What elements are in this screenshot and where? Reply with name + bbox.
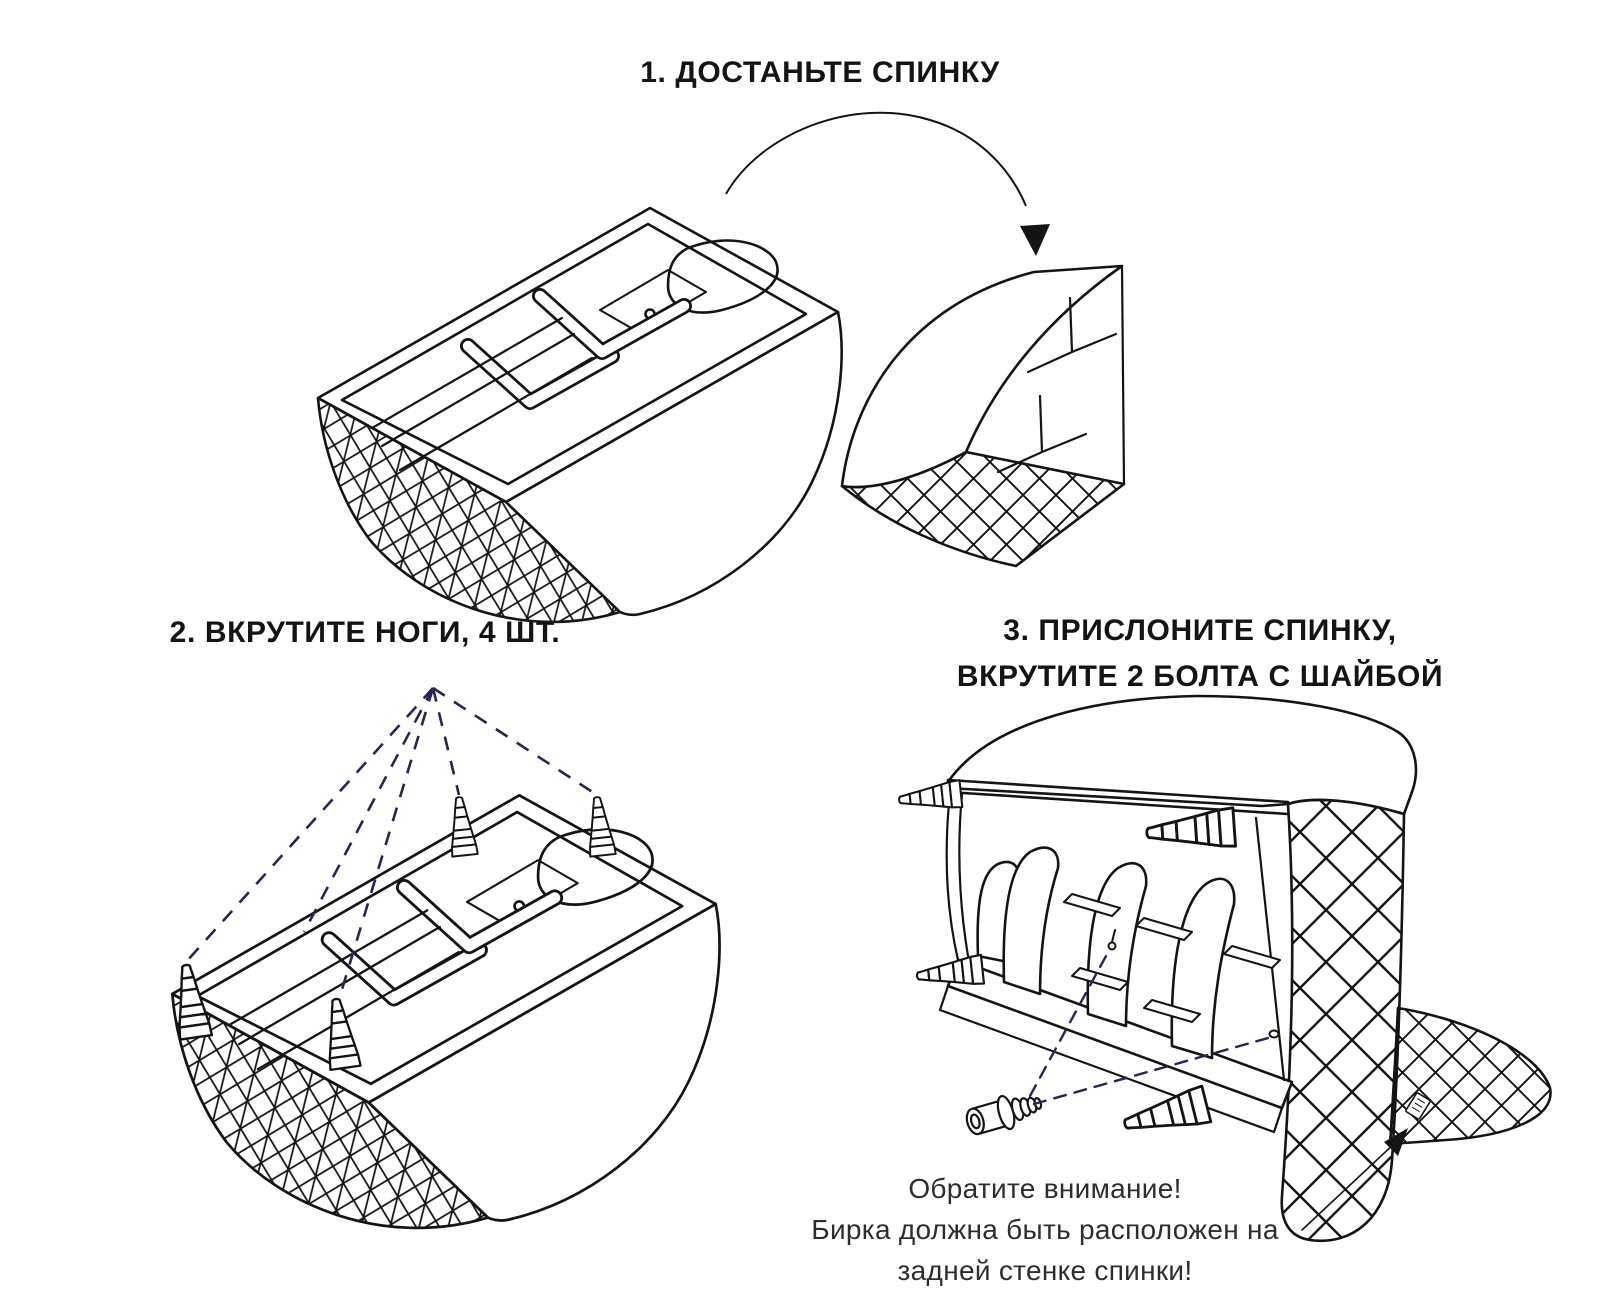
attention-note: Обратите внимание! Бирка должна быть рас…: [795, 1168, 1295, 1291]
step3-illustration: [896, 694, 1552, 1243]
step3-title: 3. ПРИСЛОНИТЕ СПИНКУ, ВКРУТИТЕ 2 БОЛТА С…: [950, 608, 1450, 700]
leg: [1118, 1084, 1213, 1144]
step2-guide-lines: [185, 686, 598, 997]
step3-backrest-panel: [1280, 798, 1406, 1243]
step2-illustration: [170, 686, 719, 1228]
note-pointer-arrow-icon: [1301, 1128, 1408, 1231]
step3-bolt-washer-drawing: [965, 1094, 1043, 1136]
leg: [896, 778, 964, 815]
attention-note-line3: задней стенке спинки!: [897, 1255, 1193, 1286]
step3-guide-lines: [1028, 954, 1270, 1106]
step1-sofa-base-drawing: [318, 208, 842, 622]
step3-title-line1: 3. ПРИСЛОНИТЕ СПИНКУ,: [1003, 614, 1397, 647]
step3-wing-flap: [1388, 1006, 1552, 1146]
step1-backrest-drawing: [840, 264, 1126, 568]
label-tag-icon: [1405, 1092, 1431, 1120]
attention-note-line1: Обратите внимание!: [908, 1173, 1182, 1204]
step1-remove-arrow-icon: [725, 111, 1050, 256]
step3-frame: [938, 778, 1294, 1134]
step2-title: 2. ВКРУТИТЕ НОГИ, 4 ШТ.: [169, 616, 561, 649]
leg: [1143, 806, 1238, 854]
attention-note-line2: Бирка должна быть расположен на: [811, 1214, 1279, 1245]
step1-title: 1. ДОСТАНЬТЕ СПИНКУ: [640, 56, 1000, 89]
step3-title-line2: ВКРУТИТЕ 2 БОЛТА С ШАЙБОЙ: [956, 660, 1444, 693]
step2-sofa-base-drawing: [172, 795, 719, 1228]
step1-illustration: [318, 111, 1126, 622]
